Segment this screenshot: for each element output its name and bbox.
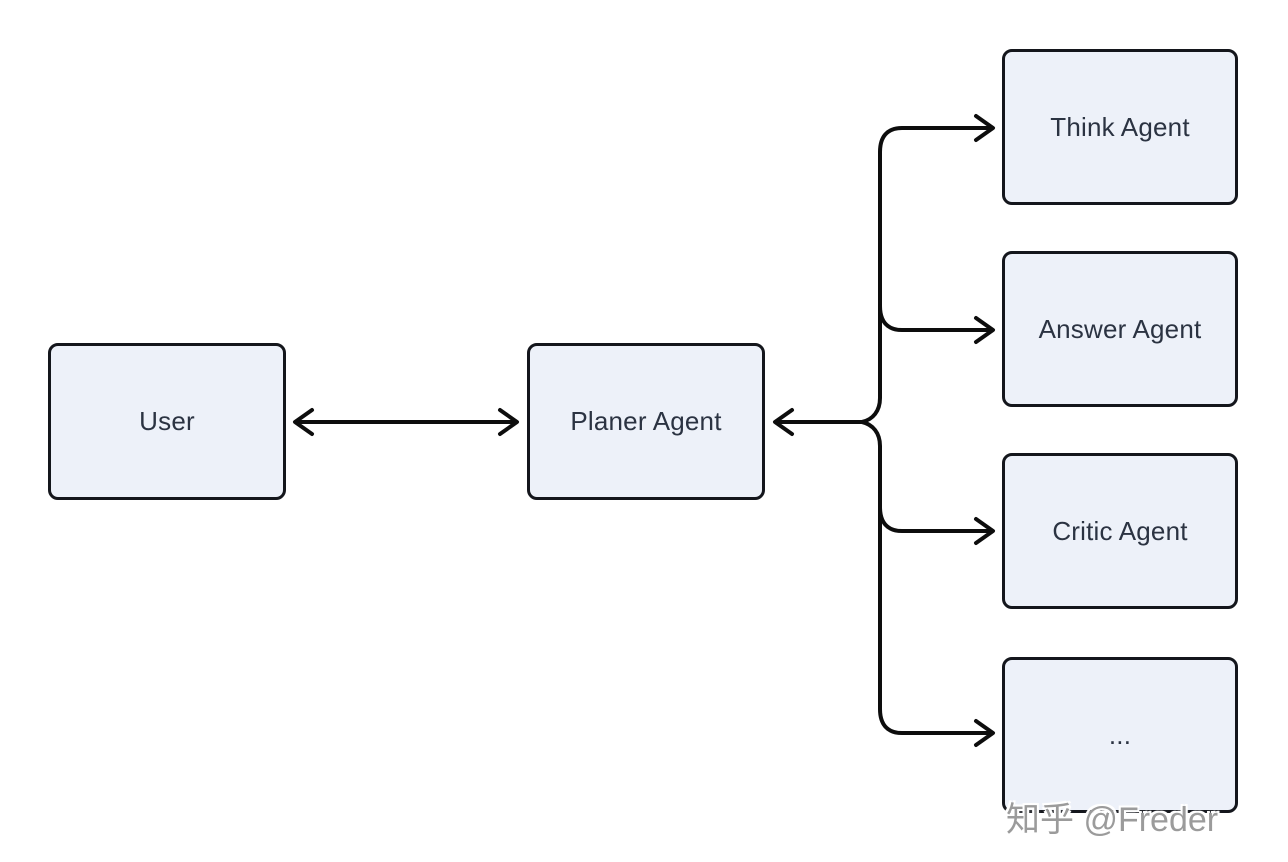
node-planer-agent: Planer Agent bbox=[527, 343, 765, 500]
arrowhead-right-icon bbox=[498, 408, 519, 436]
node-more-agents: ... bbox=[1002, 657, 1238, 813]
node-user-label: User bbox=[139, 406, 195, 436]
arrowhead-right-icon bbox=[974, 114, 995, 142]
arrowhead-right-icon bbox=[974, 517, 995, 545]
edge-user-planer bbox=[293, 408, 519, 436]
arrowhead-left-icon bbox=[773, 408, 794, 436]
node-planer-agent-label: Planer Agent bbox=[570, 406, 722, 436]
node-answer-agent-label: Answer Agent bbox=[1038, 313, 1202, 344]
edge-hub-critic bbox=[878, 505, 995, 545]
node-user: User bbox=[48, 343, 286, 500]
arrowhead-right-icon bbox=[974, 316, 995, 344]
edge-hub-planer bbox=[773, 408, 864, 436]
node-think-agent-label: Think Agent bbox=[1050, 111, 1190, 142]
arrowhead-right-icon bbox=[974, 719, 995, 747]
node-answer-agent: Answer Agent bbox=[1002, 251, 1238, 407]
edge-hub-think bbox=[860, 114, 995, 424]
node-critic-agent-label: Critic Agent bbox=[1052, 515, 1188, 546]
node-more-agents-label: ... bbox=[1108, 719, 1132, 750]
arrowhead-left-icon bbox=[293, 408, 314, 436]
node-critic-agent: Critic Agent bbox=[1002, 453, 1238, 609]
edge-hub-answer bbox=[878, 304, 995, 344]
edge-hub-more bbox=[860, 420, 995, 747]
node-think-agent: Think Agent bbox=[1002, 49, 1238, 205]
watermark: 知乎 @Freder bbox=[1006, 801, 1219, 839]
